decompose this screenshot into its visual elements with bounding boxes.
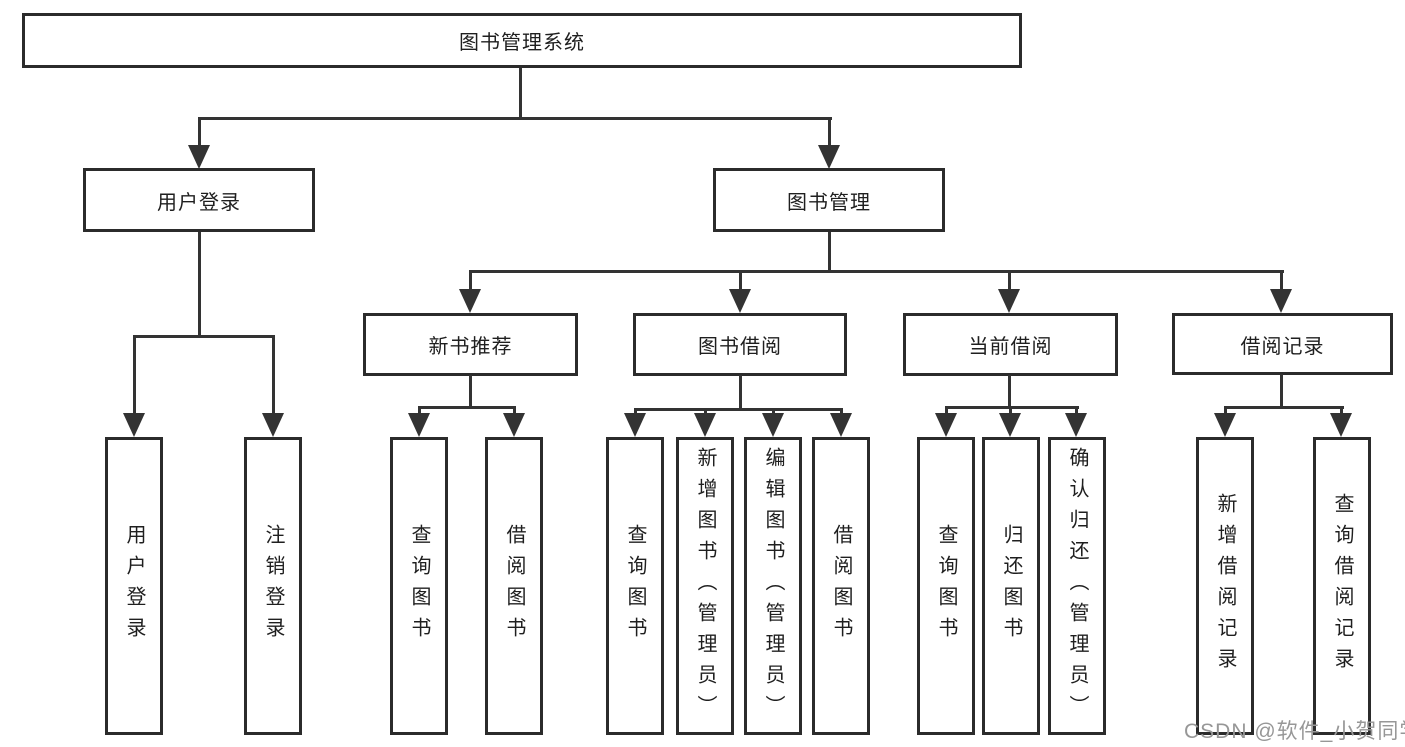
connector-drop-newbook bbox=[469, 270, 472, 291]
node-book-borrowing-label: 图书借阅 bbox=[698, 336, 782, 358]
leaf-label: 借阅图书 bbox=[830, 524, 852, 648]
connector-drop-leaf bbox=[634, 408, 637, 415]
leaf-add-book-admin: 新增图书（管理员） bbox=[676, 437, 734, 735]
leaf-query-books-current: 查询图书 bbox=[917, 437, 975, 735]
leaf-label: 新增借阅记录 bbox=[1214, 493, 1236, 679]
connector-borrow-stem bbox=[739, 375, 742, 411]
connector-newbook-stem bbox=[469, 375, 472, 409]
leaf-return-books: 归还图书 bbox=[982, 437, 1040, 735]
connector-root-rail bbox=[198, 117, 832, 120]
arrowhead-down-icon bbox=[1270, 289, 1292, 313]
leaf-label: 查询图书 bbox=[408, 524, 430, 648]
connector-drop-leaf bbox=[513, 406, 516, 415]
connector-drop-leaf bbox=[1340, 406, 1343, 415]
connector-mgmt-stem bbox=[828, 232, 831, 273]
leaf-label: 查询图书 bbox=[935, 524, 957, 648]
node-book-borrowing: 图书借阅 bbox=[633, 313, 847, 376]
leaf-label: 查询图书 bbox=[624, 524, 646, 648]
node-current-borrowing: 当前借阅 bbox=[903, 313, 1118, 376]
connector-drop-current bbox=[1008, 270, 1011, 291]
connector-drop-leaf bbox=[704, 408, 707, 415]
leaf-query-books-recommend: 查询图书 bbox=[390, 437, 448, 735]
arrowhead-down-icon bbox=[123, 413, 145, 437]
node-borrowing-records: 借阅记录 bbox=[1172, 313, 1393, 375]
leaf-borrow-books: 借阅图书 bbox=[812, 437, 870, 735]
leaf-logout: 注销登录 bbox=[244, 437, 302, 735]
connector-user-stem bbox=[198, 232, 201, 337]
connector-drop-leaf bbox=[945, 406, 948, 415]
leaf-label: 编辑图书（管理员） bbox=[762, 446, 784, 726]
connector-records-rail bbox=[1224, 406, 1344, 409]
connector-drop-leaf bbox=[840, 408, 843, 415]
connector-drop-leaf bbox=[1224, 406, 1227, 415]
node-root-label: 图书管理系统 bbox=[459, 32, 585, 54]
connector-current-rail bbox=[945, 406, 1079, 409]
leaf-label: 注销登录 bbox=[262, 524, 284, 648]
arrowhead-down-icon bbox=[262, 413, 284, 437]
leaf-label: 查询借阅记录 bbox=[1331, 493, 1353, 679]
leaf-borrow-books-recommend: 借阅图书 bbox=[485, 437, 543, 735]
connector-records-stem bbox=[1280, 374, 1283, 409]
arrowhead-down-icon bbox=[830, 413, 852, 437]
leaf-user-login: 用户登录 bbox=[105, 437, 163, 735]
leaf-label: 借阅图书 bbox=[503, 524, 525, 648]
leaf-query-borrow-record: 查询借阅记录 bbox=[1313, 437, 1371, 735]
connector-drop-leaf bbox=[1009, 406, 1012, 415]
connector-drop-leaf bbox=[133, 335, 136, 415]
node-book-management: 图书管理 bbox=[713, 168, 945, 232]
connector-drop-leaf bbox=[1075, 406, 1078, 415]
arrowhead-down-icon bbox=[762, 413, 784, 437]
node-root: 图书管理系统 bbox=[22, 13, 1022, 68]
leaf-label: 确认归还（管理员） bbox=[1066, 446, 1088, 726]
arrowhead-down-icon bbox=[999, 413, 1021, 437]
node-book-management-label: 图书管理 bbox=[787, 191, 871, 214]
node-new-book-recommend-label: 新书推荐 bbox=[428, 336, 513, 358]
connector-drop-leaf bbox=[418, 406, 421, 415]
leaf-edit-book-admin: 编辑图书（管理员） bbox=[744, 437, 802, 735]
node-user-login: 用户登录 bbox=[83, 168, 315, 232]
connector-borrow-rail bbox=[634, 408, 843, 411]
connector-drop-user-login bbox=[198, 117, 201, 147]
arrowhead-down-icon bbox=[1214, 413, 1236, 437]
connector-mgmt-rail bbox=[469, 270, 1284, 273]
connector-drop-records bbox=[1280, 270, 1283, 291]
arrowhead-down-icon bbox=[1330, 413, 1352, 437]
arrowhead-down-icon bbox=[188, 145, 210, 169]
arrowhead-down-icon bbox=[503, 413, 525, 437]
csdn-watermark: CSDN @软件_小贺同学 bbox=[1184, 720, 1405, 743]
connector-current-stem bbox=[1008, 375, 1011, 409]
connector-drop-borrow bbox=[739, 270, 742, 291]
arrowhead-down-icon bbox=[818, 145, 840, 169]
connector-drop-leaf bbox=[772, 408, 775, 415]
connector-root-stem bbox=[519, 68, 522, 118]
arrowhead-down-icon bbox=[694, 413, 716, 437]
arrowhead-down-icon bbox=[1065, 413, 1087, 437]
node-new-book-recommend: 新书推荐 bbox=[363, 313, 578, 376]
connector-user-rail bbox=[133, 335, 275, 338]
leaf-confirm-return-admin: 确认归还（管理员） bbox=[1048, 437, 1106, 735]
node-borrowing-records-label: 借阅记录 bbox=[1240, 335, 1325, 358]
node-user-login-label: 用户登录 bbox=[157, 191, 241, 214]
leaf-label: 新增图书（管理员） bbox=[694, 446, 716, 726]
leaf-label: 用户登录 bbox=[123, 524, 145, 648]
arrowhead-down-icon bbox=[935, 413, 957, 437]
connector-drop-leaf bbox=[272, 335, 275, 415]
node-current-borrowing-label: 当前借阅 bbox=[968, 336, 1053, 358]
leaf-add-borrow-record: 新增借阅记录 bbox=[1196, 437, 1254, 735]
arrowhead-down-icon bbox=[408, 413, 430, 437]
connector-newbook-rail bbox=[418, 406, 516, 409]
leaf-label: 归还图书 bbox=[1000, 524, 1022, 648]
arrowhead-down-icon bbox=[459, 289, 481, 313]
arrowhead-down-icon bbox=[729, 289, 751, 313]
arrowhead-down-icon bbox=[998, 289, 1020, 313]
leaf-query-books-borrowing: 查询图书 bbox=[606, 437, 664, 735]
connector-drop-book-mgmt bbox=[828, 117, 831, 147]
arrowhead-down-icon bbox=[624, 413, 646, 437]
